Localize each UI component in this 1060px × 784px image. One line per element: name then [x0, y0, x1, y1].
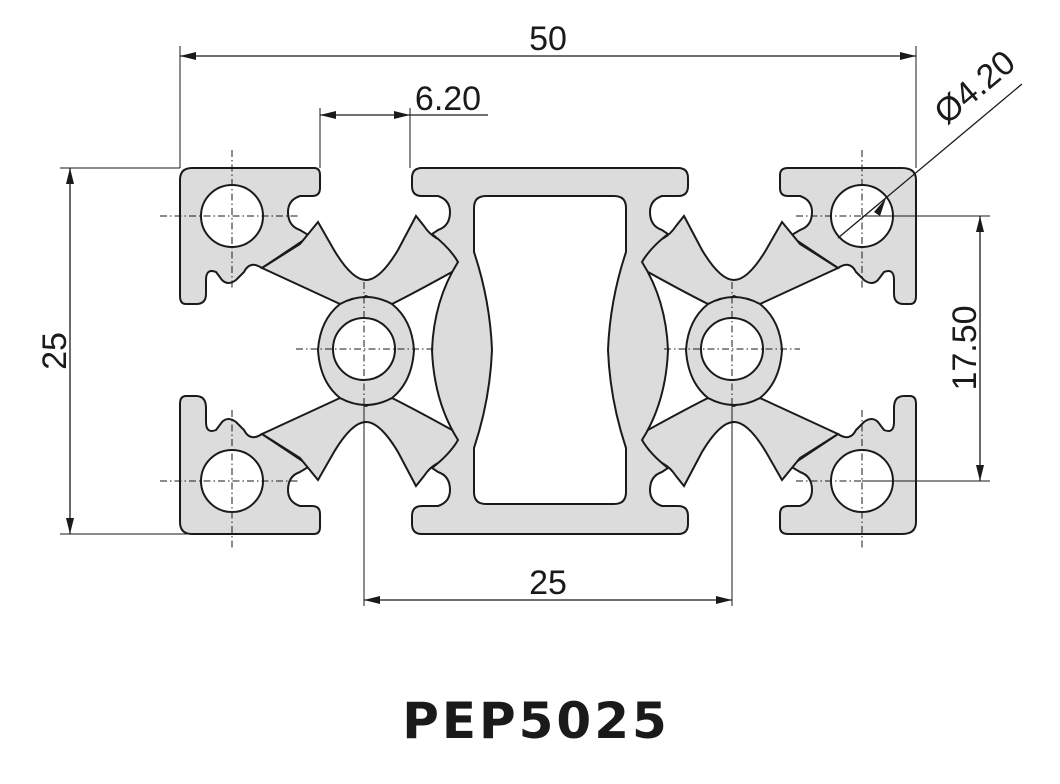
center-spacing-label: 25: [529, 564, 567, 602]
dimension-height: 25: [36, 167, 192, 535]
dimension-center-spacing: 25: [363, 400, 733, 606]
hole-spacing-label: 17.50: [946, 305, 984, 390]
dimension-slot-width: 6.20: [319, 80, 488, 168]
dimension-hole-spacing: 17.50: [862, 215, 990, 482]
slot-width-label: 6.20: [415, 80, 481, 118]
hole-diameter-label: Ø4.20: [927, 43, 1022, 132]
height-label: 25: [36, 332, 74, 370]
profile-cross-section: [179, 167, 917, 535]
dimension-width: 50: [179, 20, 917, 168]
product-title: PEP5025: [402, 692, 670, 750]
center-cavity: [473, 195, 627, 505]
width-label: 50: [529, 20, 567, 58]
